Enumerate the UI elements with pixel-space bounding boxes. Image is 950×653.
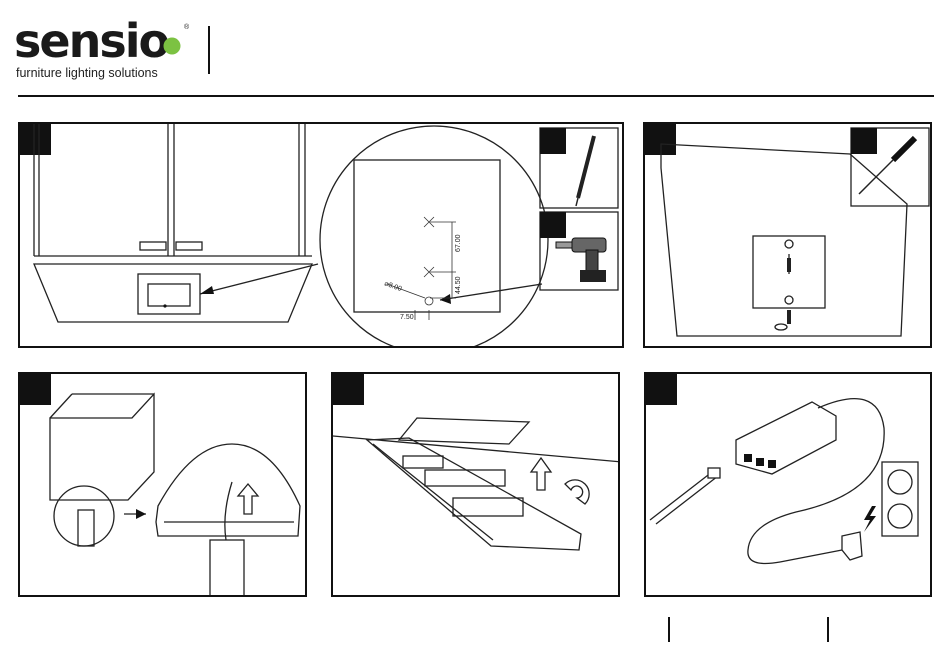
power-connect-illustration <box>646 374 932 597</box>
screw-plate-illustration <box>645 124 932 348</box>
cabinet-drill-illustration: 67.00 44.50 ⌀8.00 7.50 <box>20 124 624 348</box>
arrow-up-icon <box>531 458 551 490</box>
step-panel-drill-mark: 67.00 44.50 ⌀8.00 7.50 <box>18 122 624 348</box>
brand-tagline: furniture lighting solutions <box>16 66 158 80</box>
header-rule <box>18 95 934 97</box>
dimension-diameter: ⌀8.00 <box>383 280 402 293</box>
footer-divider-right <box>827 617 829 642</box>
brand-name: sensio <box>14 18 168 64</box>
brand-logo: sensio ® furniture lighting solutions <box>14 18 189 82</box>
lightning-icon <box>864 506 876 532</box>
step-panel-screw-plate <box>643 122 932 348</box>
magnet-mount-illustration <box>333 374 620 597</box>
step-panel-cable-route <box>18 372 307 597</box>
dimension-width: 7.50 <box>400 314 414 321</box>
registered-mark: ® <box>184 24 189 31</box>
footer-divider-left <box>668 617 670 642</box>
pencil-icon <box>576 136 594 206</box>
dimension-d2: 44.50 <box>455 276 462 294</box>
header-divider <box>208 26 210 74</box>
brand-dot-icon <box>162 36 182 56</box>
magnet-icon <box>565 480 589 504</box>
drill-icon <box>556 238 606 282</box>
arrow-up-icon <box>238 484 258 514</box>
cable-route-illustration <box>20 374 307 597</box>
dimension-d1: 67.00 <box>455 234 462 252</box>
step-panel-magnet-mount <box>331 372 620 597</box>
step-panel-power-connect <box>644 372 932 597</box>
